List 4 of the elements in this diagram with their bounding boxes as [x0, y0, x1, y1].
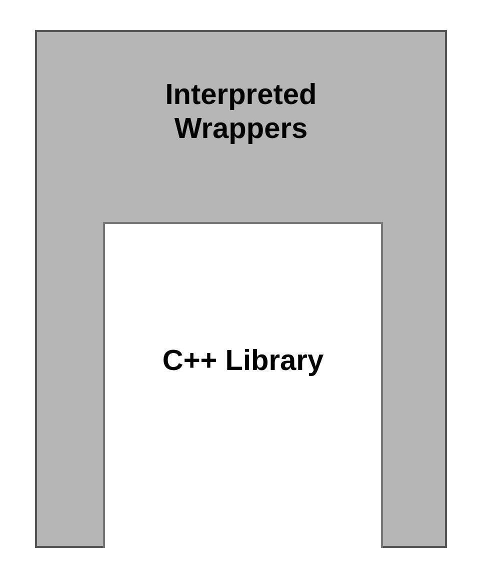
box-label: Interpreted Wrappers — [164, 78, 318, 146]
library-box — [103, 222, 383, 548]
box-label: C++ Library — [162, 344, 324, 378]
wrapper-panel — [35, 30, 447, 548]
